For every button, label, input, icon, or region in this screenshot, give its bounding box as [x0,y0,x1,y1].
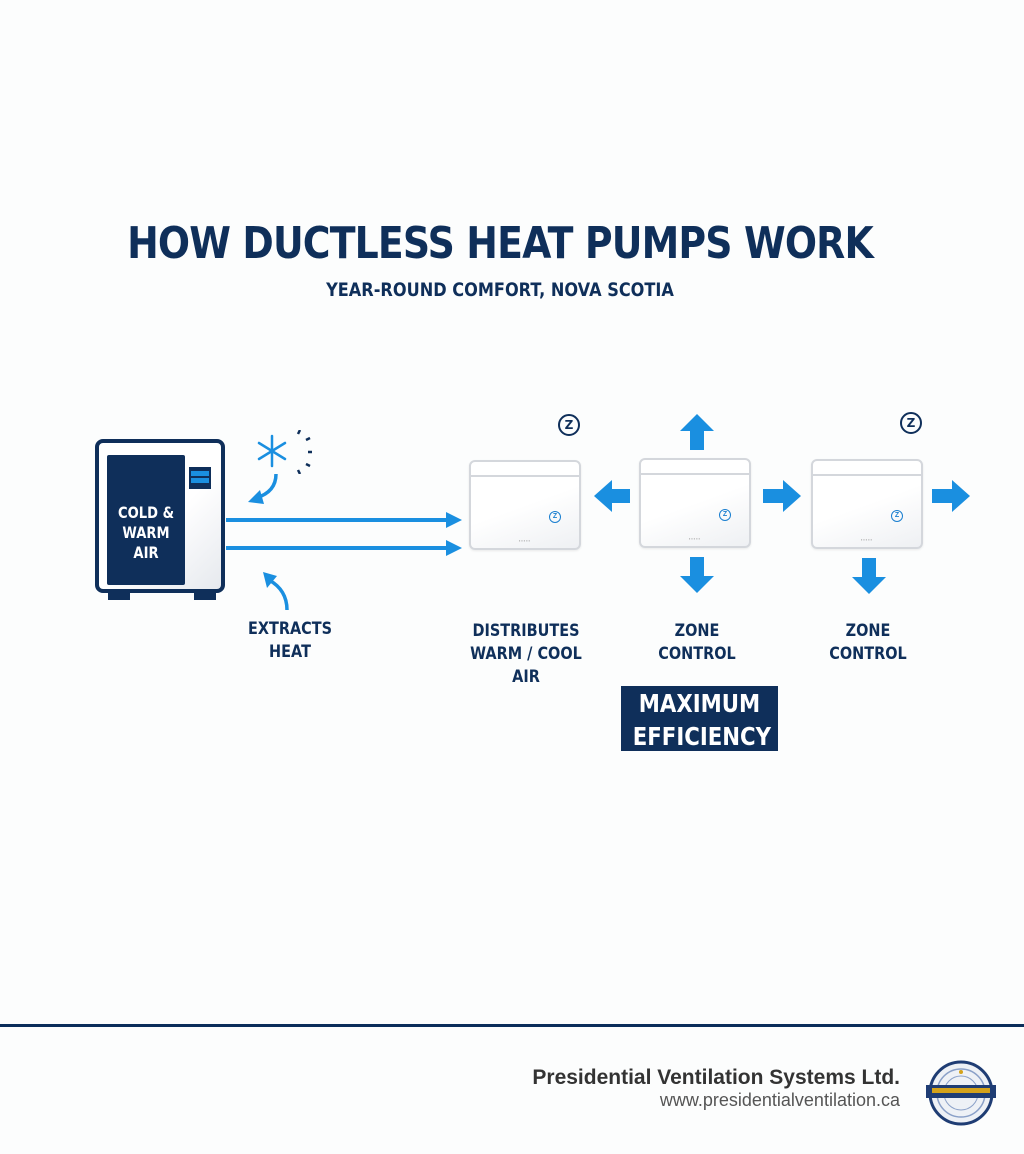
diagram-subtitle: YEAR-ROUND COMFORT, NOVA SCOTIA [326,279,674,301]
snowflake-sun-icon [257,430,312,474]
zone-badge-icon: Z [900,412,922,434]
airflow-left-arrow-icon [594,480,630,512]
indoor-unit-3[interactable]: Z ▪▪▪▪▪ [811,459,923,549]
company-name: Presidential Ventilation Systems Ltd. [532,1066,900,1089]
zone-badge-icon: Z [558,414,580,436]
efficiency-line-2: EFFICIENCY [632,722,772,751]
unit-logo-icon: Z [891,510,903,522]
outdoor-unit-foot [194,593,216,600]
diagram-title: HOW DUCTLESS HEAT PUMPS WORK [127,218,874,269]
outdoor-unit: COLD & WARM AIR [95,439,225,593]
company-seal-icon [926,1060,996,1126]
unit-brand-mark: ▪▪▪▪▪ [688,536,702,541]
refrigerant-lines [226,512,462,556]
outdoor-unit-display-icon [189,467,211,489]
airflow-down-arrow-icon [680,557,714,593]
indoor-unit-2-caption: ZONE CONTROL [658,621,736,664]
maximum-efficiency-badge: MAXIMUM EFFICIENCY [621,686,778,751]
indoor-unit-3-caption: ZONE CONTROL [829,621,907,664]
inflow-arrow-icon [248,473,278,504]
indoor-unit-1[interactable]: Z ▪▪▪▪▪ [469,460,581,550]
outdoor-unit-label: COLD & WARM AIR [117,503,175,562]
unit-brand-mark: ▪▪▪▪▪ [860,537,874,542]
airflow-right-arrow-icon [932,480,970,512]
efficiency-line-1: MAXIMUM [638,689,761,718]
airflow-right-arrow-icon [763,480,801,512]
outdoor-unit-foot [108,593,130,600]
unit-brand-mark: ▪▪▪▪▪ [518,538,532,543]
company-website[interactable]: www.presidentialventilation.ca [659,1090,900,1110]
airflow-up-arrow-icon [680,414,714,450]
footer-divider [0,1024,1024,1027]
extracts-heat-caption: EXTRACTS HEAT [247,619,333,662]
indoor-unit-2[interactable]: Z ▪▪▪▪▪ [639,458,751,548]
outdoor-unit-panel: COLD & WARM AIR [107,455,185,585]
airflow-down-arrow-icon [852,558,886,594]
indoor-unit-1-caption: DISTRIBUTES WARM / COOL AIR [470,621,582,687]
extract-arrow-icon [263,572,289,611]
unit-logo-icon: Z [549,511,561,523]
unit-logo-icon: Z [719,509,731,521]
